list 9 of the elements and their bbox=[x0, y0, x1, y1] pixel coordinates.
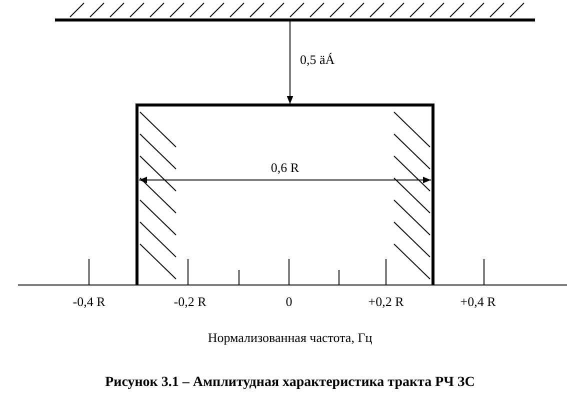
tick-label: -0,4 R bbox=[72, 294, 106, 309]
dimension-label: 0,6 R bbox=[270, 160, 300, 175]
figure-caption: Рисунок 3.1 – Амплитудная характеристика тракта РЧ ЗС bbox=[105, 375, 475, 390]
tick-label: +0,2 R bbox=[368, 294, 404, 309]
tick-label: -0,2 R bbox=[174, 294, 206, 309]
axis-title: Нормализованная частота, Гц bbox=[208, 330, 372, 345]
tick-label: +0,4 R bbox=[460, 294, 496, 309]
tick-label: 0 bbox=[286, 294, 292, 309]
dimension-label: 0,5 äÁ bbox=[300, 52, 335, 67]
